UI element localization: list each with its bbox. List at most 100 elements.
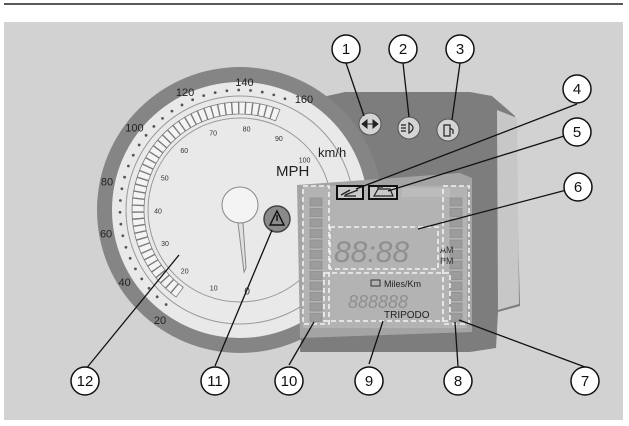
- mph-tick-label: 100: [299, 158, 311, 165]
- bar-segment: [449, 292, 463, 301]
- bar-segment: [309, 313, 323, 322]
- callout-number: 7: [581, 373, 589, 390]
- fuel-pump-icon: [443, 124, 454, 137]
- trip-odo-label: TRIPODO: [384, 310, 430, 321]
- bar-segment: [449, 208, 463, 217]
- bar-segment: [449, 239, 463, 249]
- speed-segment: [134, 176, 149, 188]
- speed-segment: [263, 104, 274, 120]
- kmh-tick-label: 140: [235, 77, 253, 89]
- leader-line-11: [214, 229, 273, 367]
- scale-tick: [124, 245, 128, 249]
- callout-number: 12: [77, 373, 94, 390]
- scale-tick: [131, 153, 135, 157]
- mph-tick-label: 0: [244, 287, 250, 298]
- callout-circle: [331, 34, 361, 64]
- scale-tick: [180, 103, 184, 107]
- callout-number: 11: [207, 373, 223, 390]
- bar-segment: [309, 292, 323, 301]
- callout-circle: [562, 117, 592, 147]
- clock-highlight-box: [329, 226, 439, 270]
- scale-tick: [137, 143, 141, 147]
- bar-segment: [309, 302, 323, 312]
- speed-segment: [157, 134, 172, 149]
- leader-line-7: [458, 319, 586, 368]
- speed-segment: [217, 102, 227, 117]
- high-beam-icon: [401, 121, 414, 135]
- callout-number: 2: [399, 41, 407, 58]
- callout-number: 5: [573, 124, 581, 141]
- callout-number: 9: [365, 373, 373, 390]
- mph-tick-label: 40: [154, 208, 162, 215]
- right-bar-highlight-box: [442, 185, 470, 325]
- callout-2: 2: [388, 34, 418, 64]
- left-bar-graph: [309, 197, 323, 322]
- callout-number: 4: [573, 81, 581, 98]
- needle-hub: [221, 186, 259, 224]
- kmh-tick-label: 80: [101, 177, 113, 189]
- leader-line-1: [345, 62, 365, 117]
- bar-segment: [309, 197, 323, 207]
- bar-segment: [449, 197, 463, 207]
- speed-segment: [145, 151, 160, 164]
- speed-segment: [132, 190, 146, 200]
- speed-segment: [165, 279, 179, 294]
- scale-tick: [237, 88, 241, 92]
- bar-segment: [309, 281, 323, 291]
- speed-segment: [131, 204, 145, 213]
- scale-tick: [260, 90, 264, 94]
- speed-segment-bar: [118, 88, 287, 306]
- scale-tick: [249, 89, 252, 92]
- am-label: AM: [440, 245, 454, 255]
- speed-segment: [210, 103, 221, 119]
- speed-segment: [131, 211, 145, 220]
- scale-tick: [147, 286, 151, 290]
- bar-segment: [449, 271, 463, 280]
- speed-segment: [148, 145, 164, 159]
- speed-segment: [162, 129, 176, 144]
- callout-circle: [570, 366, 600, 396]
- callout-7: 7: [570, 366, 600, 396]
- callout-number: 10: [281, 373, 298, 390]
- odometer-unit-label: Miles/Km: [384, 279, 421, 289]
- pm-label: PM: [440, 256, 454, 266]
- kmh-tick-label: 100: [125, 123, 143, 135]
- kmh-tick-label: 160: [295, 94, 313, 106]
- callout-number: 8: [454, 373, 462, 390]
- mph-tick-label: 30: [161, 241, 169, 248]
- callout-6: 6: [563, 172, 593, 202]
- general-warning-indicator: [263, 205, 291, 233]
- leader-line-3: [451, 62, 461, 121]
- speed-segment: [143, 254, 159, 267]
- scale-tick: [126, 164, 130, 168]
- temperature-icon: [340, 189, 359, 197]
- speed-segment: [224, 101, 233, 116]
- speed-segment: [132, 224, 147, 234]
- speed-segment: [238, 101, 246, 115]
- speed-segment: [131, 218, 146, 227]
- callout-8: 8: [443, 366, 473, 396]
- callout-4: 4: [562, 74, 592, 104]
- callout-circle: [563, 172, 593, 202]
- mph-tick-label: 10: [210, 286, 218, 293]
- scale-tick: [283, 97, 287, 101]
- callout-12: 12: [70, 366, 100, 396]
- kmh-tick-label: 40: [119, 277, 131, 289]
- speed-segment: [231, 101, 239, 115]
- oil-icon-box: [368, 185, 398, 200]
- leader-line-9: [368, 320, 384, 365]
- leader-line-2: [402, 62, 410, 118]
- speed-segment: [244, 101, 253, 116]
- scale-tick: [170, 109, 174, 113]
- speed-segment: [160, 274, 175, 289]
- callout-11: 11: [200, 366, 230, 396]
- mph-tick-label: 20: [181, 269, 189, 276]
- bar-segment: [309, 250, 323, 259]
- lcd-screen: [303, 186, 467, 328]
- speed-segment: [138, 242, 153, 254]
- warning-triangle-icon: [268, 209, 286, 226]
